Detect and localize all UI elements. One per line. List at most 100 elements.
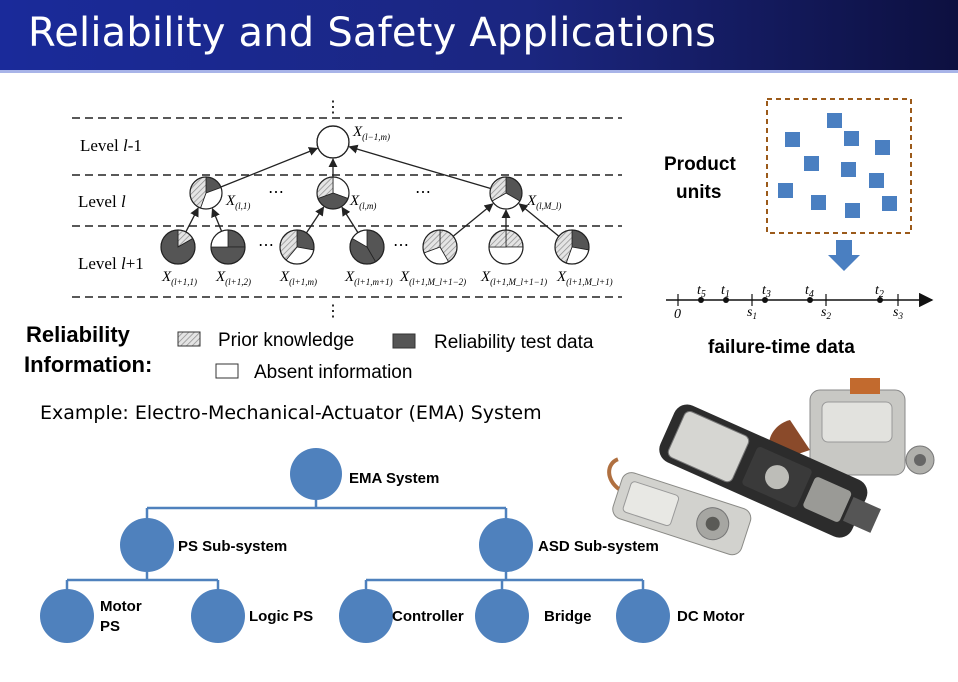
reliability-node [210, 229, 246, 265]
node-outline [189, 176, 223, 210]
reliability-node [349, 229, 385, 265]
reliability-node [316, 125, 350, 159]
reliability-node [279, 229, 315, 265]
product-unit-square [844, 131, 859, 146]
product-units: Product units [664, 98, 912, 271]
unit-squares [778, 113, 897, 218]
node-outline [488, 229, 524, 265]
controller-node [339, 589, 393, 643]
dependency-arrow [305, 206, 325, 234]
asd-subsystem-node [479, 518, 533, 572]
legend-swatch-prior [177, 331, 201, 347]
node-label-mid-1: X(l,1) [225, 193, 250, 211]
failure-point [807, 297, 813, 303]
t-label: t5 [697, 283, 706, 300]
failure-point [877, 297, 883, 303]
dependency-arrow [341, 206, 359, 233]
node-outline [422, 229, 458, 265]
dc-motor-label: DC Motor [677, 608, 745, 625]
failure-point [723, 297, 729, 303]
failure-point [762, 297, 768, 303]
controller-label: Controller [392, 608, 464, 625]
reliability-node [488, 229, 524, 265]
t-label: t1 [721, 283, 730, 300]
node-outline [554, 229, 590, 265]
product-unit-square [869, 173, 884, 188]
product-box [766, 98, 912, 234]
dependency-arrow [211, 207, 223, 232]
ellipsis-bottom-right: ⋯ [393, 237, 409, 254]
product-label-1: Product [664, 154, 736, 175]
dependency-arrow [452, 203, 494, 237]
logic-ps-label: Logic PS [249, 608, 313, 625]
s-label: s1 [747, 305, 757, 321]
legend-swatch-test [392, 333, 416, 349]
level-label-upper: Level l-1 [80, 136, 142, 155]
product-unit-square [882, 196, 897, 211]
failure-point [698, 297, 704, 303]
node-outline [279, 229, 315, 265]
reliability-node [554, 229, 590, 265]
legend-swatch-absent [215, 363, 239, 379]
slide-title: Reliability and Safety Applications [28, 10, 717, 56]
ema-system-label: EMA System [349, 470, 439, 487]
legend: Reliability Information: Prior knowledge… [24, 322, 594, 383]
product-unit-square [875, 140, 890, 155]
ema-actuator-image [607, 378, 935, 556]
product-unit-square [841, 162, 856, 177]
dependency-arrow [220, 147, 319, 188]
reliability-node [160, 229, 196, 265]
motor-ps-label-1: Motor [100, 598, 142, 615]
title-bar: Reliability and Safety Applications [0, 0, 958, 73]
legend-heading-1: Reliability [26, 322, 131, 347]
product-unit-square [827, 113, 842, 128]
product-unit-square [811, 195, 826, 210]
ema-tree: EMA System PS Sub-system ASD Sub-system … [40, 448, 745, 643]
legend-label-test: Reliability test data [434, 332, 594, 353]
example-heading: Example: Electro-Mechanical-Actuator (EM… [40, 402, 542, 424]
t-label: t3 [762, 283, 771, 300]
s-label: s2 [821, 305, 831, 321]
node-outline [160, 229, 196, 265]
failure-timeline: 0 t5 t1 t3 t4 t2 s1 s2 s3 failure-time d… [666, 283, 934, 358]
level-label-middle: Level l [78, 192, 126, 211]
s-label: s3 [893, 305, 903, 321]
legend-label-absent: Absent information [254, 362, 412, 383]
node-wedge [296, 229, 315, 251]
node-label-bottom-M: X(l+1,M_l+1) [556, 269, 613, 287]
timeline-caption: failure-time data [708, 337, 855, 358]
node-label-bottom-m1: X(l+1,m+1) [344, 269, 393, 287]
reliability-nodes [160, 125, 590, 265]
node-wedge [571, 229, 590, 251]
legend-heading-2: Information: [24, 352, 152, 377]
node-outline [316, 125, 350, 159]
node-label-mid-m: X(l,m) [349, 193, 376, 211]
dependency-arrow [185, 207, 199, 233]
product-label-2: units [676, 182, 721, 203]
logic-ps-node [191, 589, 245, 643]
ps-subsystem-label: PS Sub-system [178, 538, 287, 555]
node-label-bottom-M2: X(l+1,M_l+1−2) [399, 269, 466, 287]
ps-subsystem-node [120, 518, 174, 572]
reliability-node [316, 176, 350, 210]
dc-motor-node [616, 589, 670, 643]
product-unit-square [785, 132, 800, 147]
node-label-bottom-2: X(l+1,2) [215, 269, 251, 287]
node-outline [489, 176, 523, 210]
dependency-arrows [185, 144, 560, 237]
reliability-node [189, 176, 223, 210]
bridge-node [475, 589, 529, 643]
reliability-node [489, 176, 523, 210]
node-outline [210, 229, 246, 265]
vdots-bottom: ⋮ [325, 303, 341, 320]
node-wedge [488, 246, 524, 265]
asd-subsystem-label: ASD Sub-system [538, 538, 659, 555]
level-label-lower: Level l+1 [78, 254, 144, 273]
product-unit-square [804, 156, 819, 171]
dependency-arrow [348, 144, 491, 190]
motor-ps-label-2: PS [100, 618, 120, 635]
product-unit-square [845, 203, 860, 218]
node-label-mid-Ml: X(l,M_l) [526, 193, 561, 211]
reliability-node [422, 229, 458, 265]
